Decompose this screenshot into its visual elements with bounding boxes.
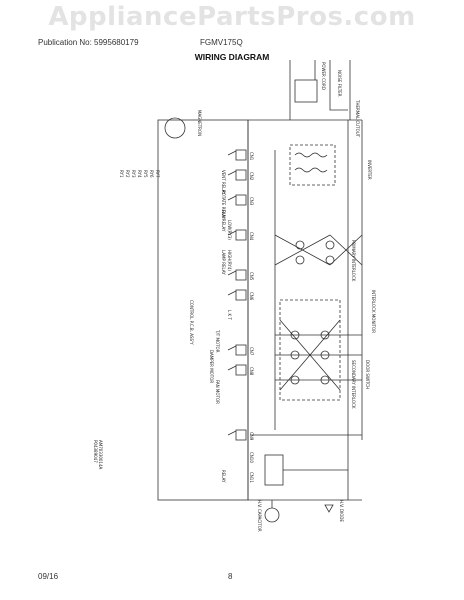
label-secondary-interlock: SECONDARY INTERLOCK — [351, 360, 356, 409]
hv-capacitor — [264, 507, 280, 523]
connector-label: CN10 — [249, 452, 254, 463]
connector-label: CN3 — [249, 197, 254, 206]
connector-label: CN9 — [249, 432, 254, 441]
connector-label: CN1 — [249, 152, 254, 161]
label-control-pcb: CONTROL P.C.B. ASS'Y — [189, 300, 194, 345]
footer-page-number: 8 — [228, 572, 233, 581]
wiring-diagram: VENT RELAY ROTATE RELAY FAN RELAY LAMP R… — [93, 60, 376, 532]
connector-box — [235, 364, 247, 376]
control-pcb-outline — [157, 119, 249, 501]
connector-label: CN11 — [249, 472, 254, 483]
label-damper-motor: DAMPER MOTOR — [209, 350, 214, 383]
label-noise-filter: NOISE FILTER — [337, 70, 342, 97]
connector-box — [235, 149, 247, 161]
label-magnetron: MAGNETRON — [197, 110, 202, 136]
label-thermal-cutout: THERMAL CUTOUT — [355, 99, 360, 138]
legend-row: RY6 — [149, 170, 154, 178]
legend-row: RY5 — [143, 170, 148, 178]
page-title: WIRING DIAGRAM — [194, 52, 270, 62]
power-cord — [314, 60, 348, 111]
label-inverter: INVERTER — [367, 160, 372, 180]
label-part-code-2: AM70330014A — [98, 440, 103, 470]
label-fan-motor: FAN MOTOR — [215, 380, 220, 404]
transformer-coil — [294, 152, 328, 173]
noise-filter — [294, 79, 318, 103]
label-lamp-high: HIGH(RY4) — [227, 250, 232, 271]
connector-box — [235, 429, 247, 441]
publication-number: Publication No: 5995680179 — [38, 38, 139, 47]
connector-label: CN8 — [249, 367, 254, 376]
motor-symbol — [325, 240, 335, 250]
cross-wires — [274, 234, 363, 266]
hv-transformer — [264, 454, 284, 486]
connector-label: CN4 — [249, 232, 254, 241]
legend-row: RY2 — [125, 170, 130, 178]
label-relay: RELAY — [221, 470, 226, 483]
label-power-cord: POWER CORD — [321, 62, 326, 90]
label-interlock-monitor: INTERLOCK MONITOR — [371, 290, 376, 333]
label-fan-relay: FAN RELAY — [221, 210, 226, 232]
label-lkt: L K T — [227, 310, 232, 320]
legend-row: RY7 — [155, 170, 160, 178]
motor-symbol — [295, 255, 305, 265]
transformer-core — [289, 144, 336, 186]
connector-label: CN6 — [249, 292, 254, 301]
label-primary-interlock: PRIMARY INTERLOCK — [351, 240, 356, 282]
label-rotate-relay: ROTATE RELAY — [221, 190, 226, 220]
motor-symbol — [295, 240, 305, 250]
label-door-switch: DOOR SWITCH — [365, 360, 370, 389]
motor-symbol — [325, 255, 335, 265]
connector-box — [235, 169, 247, 181]
connector-label: CN5 — [249, 272, 254, 281]
connector-box — [235, 194, 247, 206]
magnetron-symbol — [164, 117, 186, 139]
legend-row: RY3 — [131, 170, 136, 178]
connector-label: CN7 — [249, 347, 254, 356]
label-hv-capacitor: H.V. CAPACITOR — [257, 500, 262, 532]
connector-box — [235, 344, 247, 356]
connector-box — [235, 289, 247, 301]
hv-diode — [324, 504, 334, 513]
connector-box — [235, 229, 247, 241]
label-lamp-low: LOW(RY3) — [227, 220, 232, 240]
label-part-code-1: P04389047 — [93, 440, 98, 463]
footer-date: 09/16 — [38, 572, 59, 581]
relay-switch — [227, 150, 237, 436]
legend-row: RY1 — [119, 170, 124, 178]
label-lamp-relay: LAMP RELAY — [221, 250, 226, 275]
label-hv-diode: H.V. DIODE — [339, 500, 344, 522]
label-tt-motor: T/T MOTOR — [215, 329, 220, 353]
motor-wires — [275, 319, 362, 391]
motor-group-outline — [279, 299, 341, 401]
connector-box — [235, 269, 247, 281]
watermark: AppliancePartsPros.com — [48, 2, 416, 32]
connector-label: CN2 — [249, 172, 254, 181]
legend-row: RY4 — [137, 170, 142, 178]
model-number: FGMV175Q — [200, 38, 243, 47]
label-vent-relay: VENT RELAY — [221, 170, 226, 195]
